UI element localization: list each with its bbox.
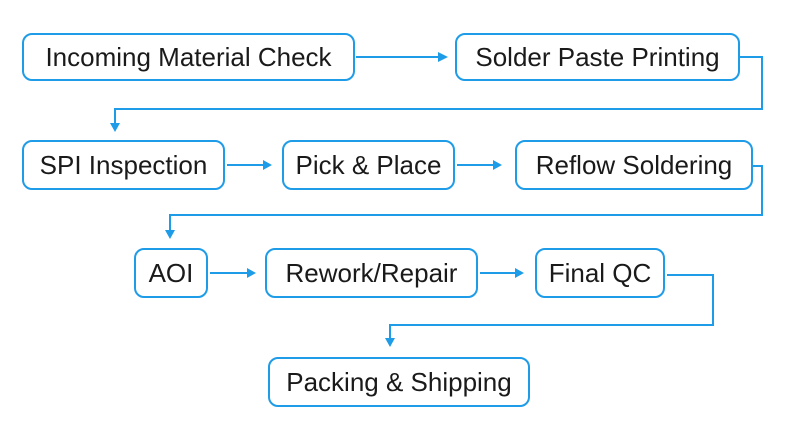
arrow-right-icon — [263, 160, 272, 170]
arrow-down-icon — [385, 338, 395, 347]
node-incoming-material-check: Incoming Material Check — [22, 33, 355, 81]
edge-finalqc-to-packing — [385, 274, 714, 347]
arrow-down-icon — [165, 230, 175, 239]
arrow-right-icon — [438, 52, 448, 62]
edge-line — [114, 56, 763, 123]
edge-spi-to-pick — [227, 160, 272, 170]
edge-aoi-to-rework — [210, 268, 256, 278]
arrow-down-icon — [110, 123, 120, 132]
node-aoi: AOI — [134, 248, 208, 298]
node-pick-and-place: Pick & Place — [282, 140, 455, 190]
arrow-right-icon — [493, 160, 502, 170]
arrow-right-icon — [247, 268, 256, 278]
edge-reflow-to-aoi — [165, 165, 763, 239]
edge-incoming-to-solder — [356, 52, 448, 62]
node-packing-and-shipping: Packing & Shipping — [268, 357, 530, 407]
edge-rework-to-finalqc — [480, 268, 524, 278]
edge-solder-to-spi — [110, 56, 763, 132]
node-final-qc: Final QC — [535, 248, 665, 298]
edge-pick-to-reflow — [457, 160, 502, 170]
node-rework-repair: Rework/Repair — [265, 248, 478, 298]
edge-line — [389, 274, 714, 338]
edge-line — [169, 165, 763, 230]
node-solder-paste-printing: Solder Paste Printing — [455, 33, 740, 81]
node-spi-inspection: SPI Inspection — [22, 140, 225, 190]
arrow-right-icon — [515, 268, 524, 278]
node-reflow-soldering: Reflow Soldering — [515, 140, 753, 190]
